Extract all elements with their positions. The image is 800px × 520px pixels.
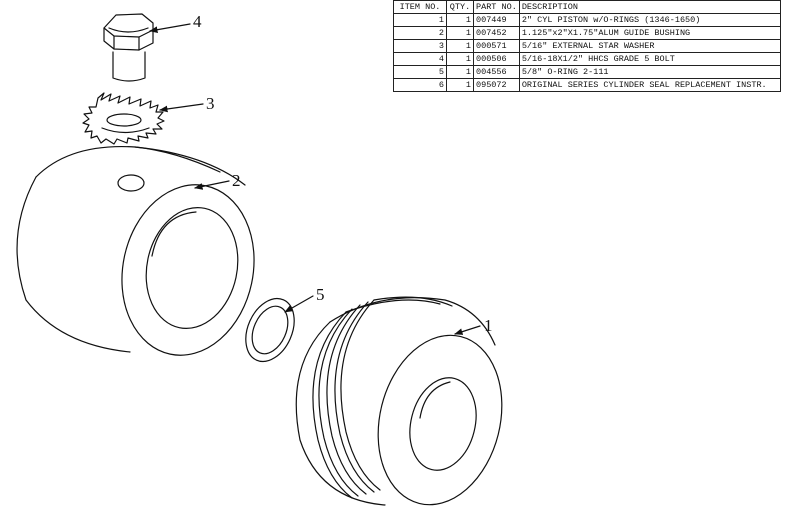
hex-bolt-part [103, 13, 154, 82]
cell-item-no: 6 [393, 78, 447, 92]
header-item-no: ITEM NO. [393, 0, 447, 14]
cell-qty: 1 [446, 26, 474, 40]
cell-item-no: 5 [393, 65, 447, 79]
cell-qty: 1 [446, 78, 474, 92]
table-row: 6 1 095072 ORIGINAL SERIES CYLINDER SEAL… [393, 78, 781, 92]
cell-part-no: 000571 [473, 39, 520, 53]
cell-qty: 1 [446, 13, 474, 27]
callout-5: 5 [316, 285, 325, 304]
cell-part-no: 000506 [473, 52, 520, 66]
cylinder-piston-part [295, 296, 503, 506]
callout-3: 3 [206, 94, 215, 113]
bill-of-materials-table: ITEM NO. QTY. PART NO. DESCRIPTION 1 1 0… [393, 0, 781, 92]
cell-qty: 1 [446, 52, 474, 66]
cell-part-no: 007452 [473, 26, 520, 40]
cell-item-no: 3 [393, 39, 447, 53]
callout-2: 2 [232, 171, 241, 190]
cell-item-no: 4 [393, 52, 447, 66]
header-description: DESCRIPTION [518, 0, 781, 14]
cell-part-no: 095072 [473, 78, 520, 92]
o-ring-part [245, 297, 295, 363]
cell-item-no: 1 [393, 13, 447, 27]
table-row: 3 1 000571 5/16" EXTERNAL STAR WASHER [393, 39, 781, 53]
cell-part-no: 007449 [473, 13, 520, 27]
star-washer-part [82, 92, 165, 145]
table-row: 4 1 000506 5/16-18X1/2" HHCS GRADE 5 BOL… [393, 52, 781, 66]
callout-1: 1 [484, 316, 493, 335]
table-row: 2 1 007452 1.125"x2"X1.75"ALUM GUIDE BUS… [393, 26, 781, 40]
bom-header-row: ITEM NO. QTY. PART NO. DESCRIPTION [393, 0, 781, 14]
cell-description: 2" CYL PISTON w/O-RINGS (1346-1650) [518, 13, 781, 27]
cell-qty: 1 [446, 65, 474, 79]
header-part-no: PART NO. [473, 0, 520, 14]
header-qty: QTY. [446, 0, 474, 14]
cell-description: 5/16-18X1/2" HHCS GRADE 5 BOLT [518, 52, 781, 66]
cell-item-no: 2 [393, 26, 447, 40]
cell-part-no: 004556 [473, 65, 520, 79]
cell-qty: 1 [446, 39, 474, 53]
cell-description: ORIGINAL SERIES CYLINDER SEAL REPLACEMEN… [518, 78, 781, 92]
leader-lines [149, 23, 481, 335]
table-row: 1 1 007449 2" CYL PISTON w/O-RINGS (1346… [393, 13, 781, 27]
table-row: 5 1 004556 5/8" O-RING 2-111 [393, 65, 781, 79]
cell-description: 5/16" EXTERNAL STAR WASHER [518, 39, 781, 53]
cell-description: 5/8" O-RING 2-111 [518, 65, 781, 79]
callout-4: 4 [193, 12, 202, 31]
cell-description: 1.125"x2"X1.75"ALUM GUIDE BUSHING [518, 26, 781, 40]
